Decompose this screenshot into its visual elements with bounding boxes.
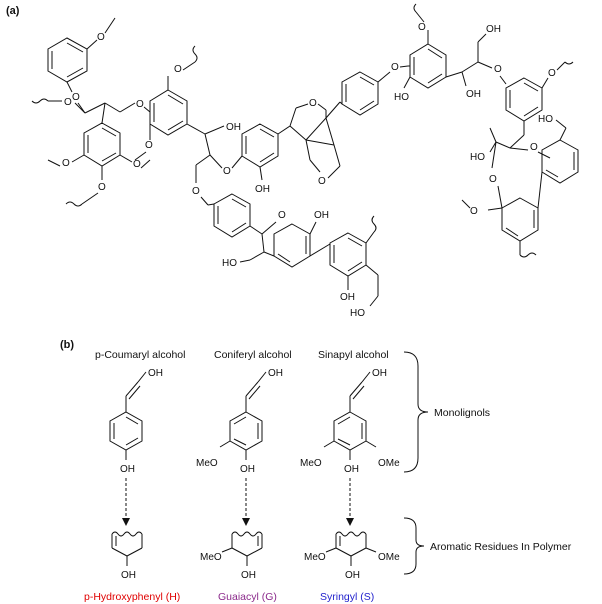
atom-o-16: O [494,64,502,75]
panel-label-b: (b) [60,339,74,351]
atom-o-12: O [309,98,317,109]
residue-label-g: Guaiacyl (G) [218,591,277,603]
atom-o-17: O [548,68,556,79]
brace-label-residues: Aromatic Residues In Polymer [430,541,572,553]
conversion-arrows [122,478,354,526]
atom-oh-s2: OH [344,464,359,475]
structure-sinapyl: OH MeO OMe OH [300,368,400,475]
atom-oh-1: OH [226,122,241,133]
atom-oh-h1: OH [148,368,163,379]
atom-o-2: O [72,92,80,103]
atom-o-4: O [64,97,72,108]
atom-meo-s: MeO [300,458,322,469]
ring-i: OH HO [329,215,379,319]
monolignol-name-h: p-Coumaryl alcohol [95,349,185,361]
ring-h [207,193,263,238]
atom-oh-s1: OH [372,368,387,379]
dibenzodioxocin: HO O O HO O [461,114,579,258]
monolignol-panel: p-Coumaryl alcohol Coniferyl alcohol Sin… [84,349,572,603]
atom-oh-4: OH [466,89,481,100]
brace-residues: Aromatic Residues In Polymer [403,517,572,575]
atom-oh-3: OH [486,24,501,35]
atom-oh-5: OH [314,210,329,221]
panel-label-a: (a) [6,5,20,17]
monolignol-name-s: Sinapyl alcohol [318,349,389,361]
ring-c: O O [134,45,206,161]
propane-chain-3: OH OH O [461,24,507,100]
atom-oh-rh: OH [121,570,136,581]
atom-meo-g: MeO [196,458,218,469]
residue-g-structure: MeO OH [200,531,263,581]
atom-o-11: O [192,186,200,197]
residue-label-s: Syringyl (S) [320,591,374,603]
atom-oh-g1: OH [268,368,283,379]
atom-ome-s: OMe [378,458,400,469]
atom-meo-rs: MeO [304,552,326,563]
atom-o-20: O [470,206,478,217]
atom-o-5: O [62,158,70,169]
atom-o-10: O [223,166,231,177]
atom-o-8: O [174,64,182,75]
atom-o-18: O [489,174,497,185]
atom-oh-6: OH [340,292,355,303]
atom-ho-3: HO [538,114,553,125]
atom-ome-rs: OMe [378,552,400,563]
residue-h-structure: OH [111,531,143,581]
atom-o-9: O [145,140,153,151]
residue-label-h: p-Hydroxyphenyl (H) [84,591,180,603]
atom-oh-2: OH [255,184,270,195]
phenylcoumaran: O HO OH [222,210,331,269]
atom-o-14: O [391,62,399,73]
atom-ho-4: HO [222,258,237,269]
atom-oh-g2: OH [240,464,255,475]
atom-o-6: O [133,159,141,170]
ring-f: O HO [394,3,463,103]
atom-oh-rs: OH [345,570,360,581]
brace-monolignols: Monolignols [403,351,490,473]
atom-oh-h2: OH [120,464,135,475]
atom-o-1: O [97,32,105,43]
residue-s-structure: MeO OMe OH [304,531,400,581]
atom-o-3: O [136,99,144,110]
atom-ho-2: HO [470,152,485,163]
lignin-polymer-structure: O O O O O O [31,3,579,319]
atom-meo-rg: MeO [200,552,222,563]
ring-d: OH [231,123,291,195]
brace-label-monolignols: Monolignols [434,407,490,419]
propane-chain-1: O O [31,97,144,124]
atom-ho-5: HO [350,308,365,319]
atom-o-19: O [530,142,538,153]
atom-o-15: O [418,22,426,33]
atom-o-7: O [98,182,106,193]
structure-coniferyl: OH MeO OH [196,368,283,475]
ring-a: O O [47,17,116,114]
ring-b: O O O [47,122,151,207]
propane-chain-2: OH O O [192,122,241,206]
furofuran-core: O O [289,98,341,187]
ring-g: O [505,61,574,135]
ring-e: O [339,62,409,116]
atom-ho-1: HO [394,92,409,103]
structure-p-coumaryl: OH OH [109,368,163,475]
atom-o-13: O [318,176,326,187]
monolignol-name-g: Coniferyl alcohol [214,349,292,361]
atom-oh-rg: OH [241,570,256,581]
atom-o-21: O [278,210,286,221]
